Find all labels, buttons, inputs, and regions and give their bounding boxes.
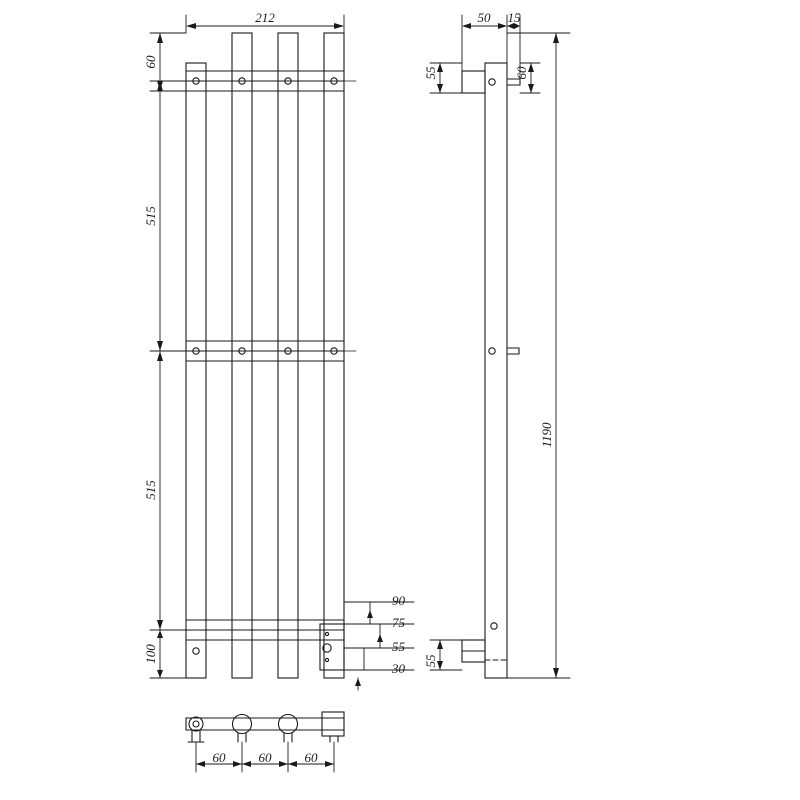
- side-dimensions: [429, 14, 571, 679]
- dim-overall-width: 212: [255, 10, 275, 25]
- dim-detail-75: 75: [392, 615, 406, 630]
- dim-top-spacing-2: 60: [259, 750, 273, 765]
- front-control-box: [319, 623, 345, 671]
- dim-side-bottom-offset: 55: [423, 654, 438, 668]
- dim-top-spacing-3: 60: [305, 750, 319, 765]
- dim-detail-55: 55: [392, 639, 406, 654]
- dimension-labels: 212 60 515 515 100 90 75 55 30 50 15 55 …: [143, 10, 554, 765]
- dim-detail-30: 30: [391, 661, 406, 676]
- top-view: [185, 711, 345, 743]
- front-mounting-bosses: [192, 77, 338, 655]
- dim-side-depth: 50: [478, 10, 492, 25]
- dim-bottom-block: 100: [143, 644, 158, 664]
- dim-side-top-offset-left: 55: [423, 66, 438, 80]
- dim-side-overall-height: 1190: [539, 422, 554, 448]
- side-view: [461, 62, 521, 679]
- front-view: [185, 32, 345, 679]
- dim-segment-upper: 515: [143, 206, 158, 226]
- dim-side-bracket: 15: [508, 10, 522, 25]
- front-tubes: [185, 32, 345, 679]
- dim-segment-lower: 515: [143, 480, 158, 500]
- top-dimensions: [195, 741, 335, 773]
- top-view-stems: [187, 730, 339, 743]
- dim-detail-90: 90: [392, 593, 406, 608]
- dim-top-spacing-1: 60: [213, 750, 227, 765]
- front-dimensions: [149, 14, 415, 691]
- dim-side-top-offset-right: 60: [514, 66, 529, 80]
- dim-top-offset: 60: [143, 55, 158, 69]
- front-bottom-bracket: [185, 619, 345, 641]
